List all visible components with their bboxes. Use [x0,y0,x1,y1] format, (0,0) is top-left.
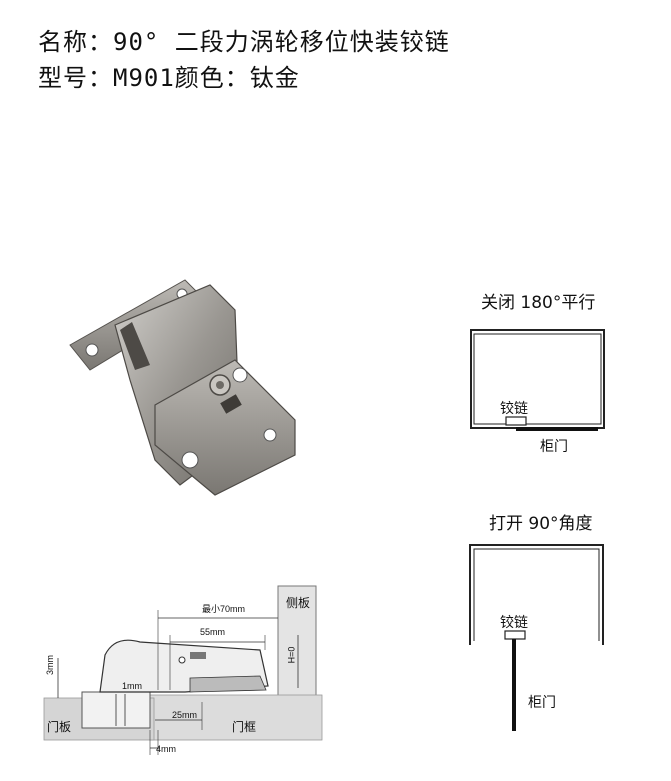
name-label: 名称： [38,28,113,56]
open-door-label: 柜门 [528,695,556,711]
door-panel-label: 门板 [47,720,72,734]
closed-hinge-label: 铰链 [500,401,528,417]
dim-1: 1mm [122,681,142,691]
product-model-line: 型号：M901颜色：钛金 [38,58,300,93]
hinge-product-illustration [69,279,296,496]
installation-dimension-drawing [43,585,323,755]
dim-4: 4mm [156,744,176,754]
closed-door-label: 柜门 [540,439,568,455]
dim-3: 3mm [45,655,55,675]
door-frame-label: 门框 [232,720,257,734]
color-label: 颜色： [174,64,250,92]
closed-state-diagram [470,329,605,431]
dim-25: 25mm [172,710,198,720]
closed-state-caption: 关闭 180°平行 [481,293,596,313]
open-state-caption: 打开 90°角度 [489,514,593,534]
open-hinge-label: 铰链 [500,615,528,631]
dim-h0: H=0 [286,646,297,664]
dim-55: 55mm [200,627,226,637]
side-panel-label: 侧板 [286,596,311,610]
name-value: 90° 二段力涡轮移位快装铰链 [113,28,450,56]
product-name-line: 名称：90° 二段力涡轮移位快装铰链 [38,22,450,57]
model-value: M901 [113,64,175,92]
model-label: 型号： [38,64,113,92]
open-state-diagram [469,544,604,731]
dim-min-70: 最小70mm [202,604,246,614]
color-value: 钛金 [249,64,300,92]
